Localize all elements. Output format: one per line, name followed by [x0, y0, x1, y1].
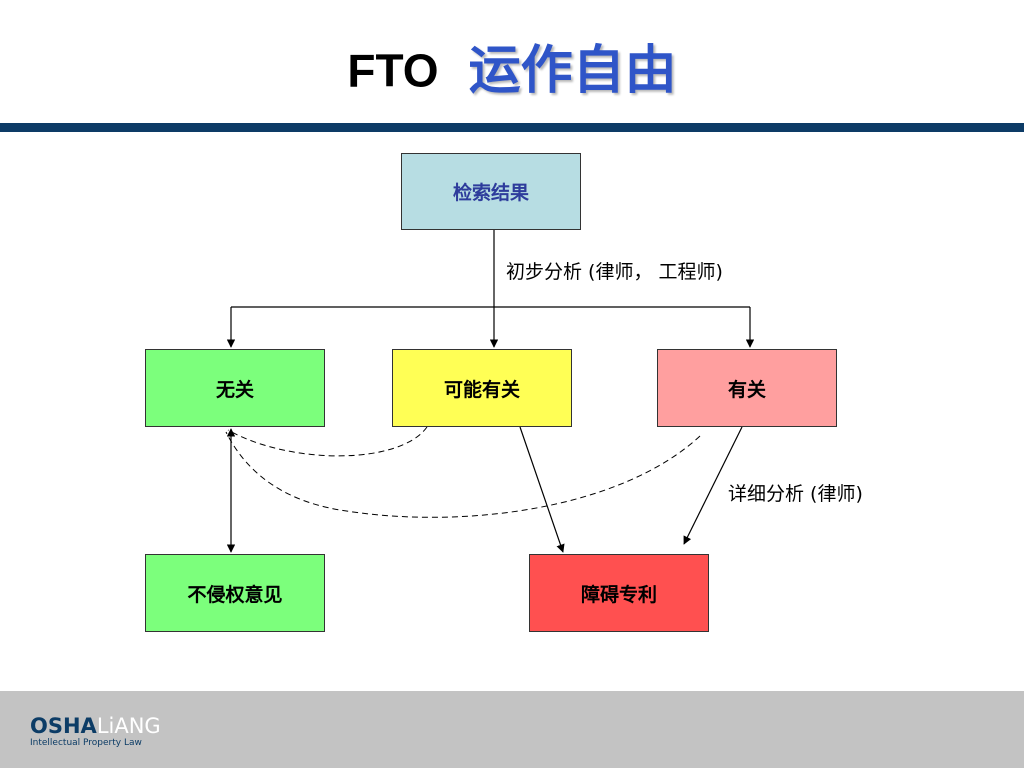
footer-bar: OSHALiANG Intellectual Property Law: [0, 691, 1024, 768]
node-search-results: 检索结果: [401, 153, 581, 230]
logo-tagline: Intellectual Property Law: [30, 738, 142, 748]
node-possibly-relevant: 可能有关: [392, 349, 572, 427]
logo-wordmark: OSHALiANG: [30, 714, 161, 738]
edge-dashed-relevant-to-irrelevant: [225, 431, 701, 518]
edge-dashed-possibly-to-irrelevant: [227, 426, 428, 457]
title-fto: FTO: [347, 44, 439, 97]
slide-title: FTO 运作自由: [0, 30, 1024, 110]
node-irrelevant: 无关: [145, 349, 325, 427]
edge-relevant-to-blocking: [683, 426, 743, 545]
node-blocking-patent: 障碍专利: [529, 554, 709, 632]
title-divider: [0, 123, 1024, 132]
edge-label-detailed-analysis: 详细分析 (律师): [728, 483, 863, 505]
edge-possibly-relevant-to-blocking: [519, 426, 565, 553]
title-freedom-to-operate: 运作自由: [468, 40, 677, 101]
company-logo: OSHALiANG Intellectual Property Law: [30, 715, 161, 749]
edge-label-preliminary-analysis: 初步分析 (律师， 工程师): [506, 261, 723, 283]
node-relevant: 有关: [657, 349, 837, 427]
node-non-infringement-opinion: 不侵权意见: [145, 554, 325, 632]
